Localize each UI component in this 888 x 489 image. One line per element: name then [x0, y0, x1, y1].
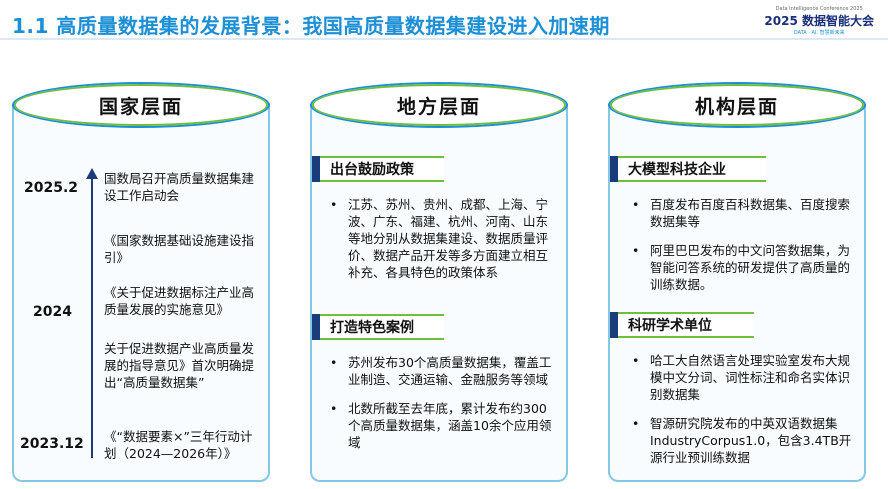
section-tab [312, 314, 320, 340]
section-header-cases: 打造特色案例 [320, 314, 444, 340]
national-heading: 国家层面 [98, 95, 183, 118]
section-tab [610, 312, 618, 338]
national-cylinder-rim [12, 82, 270, 128]
list-item: • 江苏、苏州、贵州、成都、上海、宁波、广东、福建、杭州、河南、山东等地分别从数… [326, 196, 552, 281]
section-header-research: 科研学术单位 [618, 312, 754, 338]
bullet-icon: • [330, 401, 338, 416]
national-event: 关于促进数据产业高质量发展的指导意见》首次明确提出“高质量数据集” [104, 341, 255, 390]
policy-list: • 江苏、苏州、贵州、成都、上海、宁波、广东、福建、杭州、河南、山东等地分别从数… [326, 196, 552, 287]
list-item: • 苏州发布30个高质量数据集，覆盖工业制造、交通运输、金融服务等领域 [326, 354, 552, 388]
tech-companies-list: • 百度发布百度百科数据集、百度搜索数据集等 • 阿里巴巴发布的中文问答数据集，… [628, 196, 854, 299]
list-item: • 阿里巴巴发布的中文问答数据集，为智能问答系统的研发提供了高质量的训练数据。 [628, 242, 854, 293]
national-column: 国家层面 [12, 82, 270, 482]
year-2025-2: 2025.2 [24, 180, 79, 196]
bullet-icon: • [632, 416, 640, 431]
section-tab [610, 156, 618, 182]
section-tab [312, 156, 320, 182]
page-title: 1.1 高质量数据集的发展背景：我国高质量数据集建设进入加速期 [12, 14, 610, 38]
bullet-icon: • [330, 197, 338, 212]
local-cylinder-rim [310, 82, 568, 128]
national-event: 《“数据要素×”三年行动计划（2024—2026年）》 [104, 429, 253, 461]
institution-cylinder-rim [608, 82, 866, 128]
national-cylinder-top: 国家层面 [14, 84, 268, 126]
timeline-line [91, 176, 93, 458]
bullet-icon: • [632, 197, 640, 212]
list-item: • 哈工大自然语言处理实验室发布大规模中文分词、词性标注和命名实体识别数据集 [628, 352, 854, 403]
institution-heading: 机构层面 [694, 95, 779, 118]
year-2023-12: 2023.12 [20, 436, 84, 452]
bullet-icon: • [330, 355, 338, 370]
research-list: • 哈工大自然语言处理实验室发布大规模中文分词、词性标注和命名实体识别数据集 •… [628, 352, 854, 472]
timeline-arrow-head [86, 168, 98, 179]
logo-sub-text: DATA · AI, 智慧新未来 [793, 30, 845, 36]
bullet-icon: • [632, 243, 640, 258]
national-event: 《国家数据基础设施建设指引》 [104, 233, 255, 265]
list-item: • 北数所截至去年底，累计发布约300个高质量数据集，涵盖10余个应用领域 [326, 400, 552, 451]
conference-logo: Data Intelligence Conference 2025 2025 数… [764, 6, 874, 36]
logo-main-text: 2025 数据智能大会 [764, 14, 874, 28]
national-column-body [12, 104, 270, 482]
national-event: 《关于促进数据标注产业高质量发展的实施意见》 [104, 285, 255, 317]
header-divider [0, 38, 888, 40]
local-cylinder-top: 地方层面 [312, 84, 566, 126]
bullet-icon: • [632, 353, 640, 368]
logo-small-text: Data Intelligence Conference 2025 [775, 6, 863, 12]
list-item: • 智源研究院发布的中英双语数据集IndustryCorpus1.0，包含3.4… [628, 415, 854, 466]
national-event: 国数局召开高质量数据集建设工作启动会 [104, 171, 255, 203]
local-heading: 地方层面 [396, 95, 481, 118]
list-item: • 百度发布百度百科数据集、百度搜索数据集等 [628, 196, 854, 230]
cases-list: • 苏州发布30个高质量数据集，覆盖工业制造、交通运输、金融服务等领域 • 北数… [326, 354, 552, 457]
institution-cylinder-top: 机构层面 [610, 84, 864, 126]
section-header-policy: 出台鼓励政策 [320, 156, 444, 182]
year-2024: 2024 [33, 304, 72, 320]
section-header-tech-companies: 大模型科技企业 [618, 156, 766, 182]
